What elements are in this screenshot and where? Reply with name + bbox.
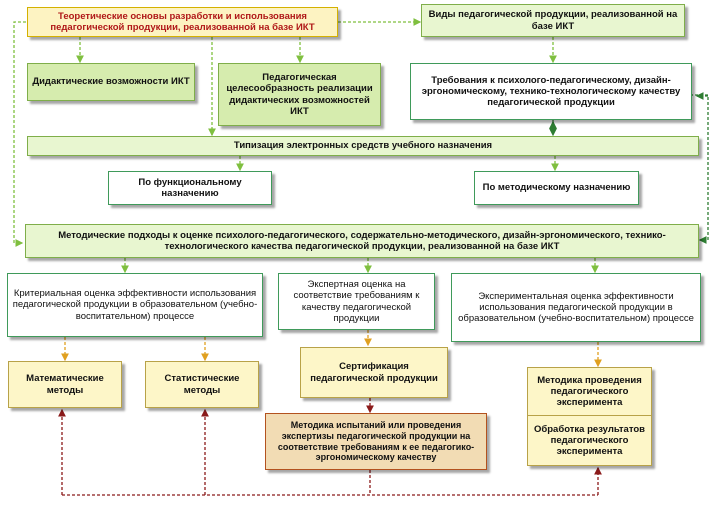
node-certification: Сертификация педагогической продукции <box>300 347 448 398</box>
node-test-methodology: Методика испытаний или проведения экспер… <box>265 413 487 470</box>
node-typization: Типизация электронных средств учебного н… <box>27 136 699 156</box>
node-expert-assessment-label: Экспертная оценка на соответствие требов… <box>293 279 420 324</box>
node-pedagogical-feasibility-label: Педагогическая целесообразность реализац… <box>226 72 373 117</box>
node-theory-label: Теоретические основы разработки и исполь… <box>50 10 315 33</box>
node-experiment-methodology-label: Методика проведения педагогического эксп… <box>537 374 642 409</box>
node-methodical-purpose-label: По методическому назначению <box>482 182 631 194</box>
node-criterial-assessment: Критериальная оценка эффективности испол… <box>7 273 263 337</box>
node-functional: По функциональному назначению <box>108 171 272 205</box>
node-experiment-processing-label: Обработка результатов педагогического эк… <box>534 423 645 458</box>
node-criterial-assessment-label: Критериальная оценка эффективности испол… <box>12 288 258 322</box>
node-product-types: Виды педагогической продукции, реализова… <box>421 4 685 37</box>
node-math-methods: Математические методы <box>8 361 122 408</box>
node-experiment-methodology: Методика проведения педагогического эксп… <box>528 368 651 415</box>
node-theory: Теоретические основы разработки и исполь… <box>27 7 338 37</box>
node-requirements-label: Требования к психолого-педагогическому, … <box>421 74 681 109</box>
node-requirements: Требования к психолого-педагогическому, … <box>410 63 692 120</box>
node-experiment-divider <box>528 415 651 416</box>
node-methodical-approaches-label: Методические подходы к оценке психолого-… <box>58 229 666 252</box>
node-test-methodology-label: Методика испытаний или проведения экспер… <box>277 420 475 463</box>
node-experiment-block: Методика проведения педагогического эксп… <box>527 367 652 466</box>
node-product-types-label: Виды педагогической продукции, реализова… <box>428 9 678 32</box>
node-experimental-assessment-label: Экспериментальная оценка эффективности и… <box>458 290 694 325</box>
node-didactic-label: Дидактические возможности ИКТ <box>32 76 190 88</box>
node-expert-assessment: Экспертная оценка на соответствие требов… <box>278 273 435 330</box>
node-methodical-approaches: Методические подходы к оценке психолого-… <box>25 224 699 258</box>
node-stat-methods-label: Статистические методы <box>164 373 240 396</box>
node-math-methods-label: Математические методы <box>26 373 104 396</box>
node-methodical-purpose: По методическому назначению <box>474 171 639 205</box>
node-experimental-assessment: Экспериментальная оценка эффективности и… <box>451 273 701 342</box>
node-functional-label: По функциональному назначению <box>138 176 242 199</box>
node-typization-label: Типизация электронных средств учебного н… <box>233 140 493 152</box>
node-experiment-processing: Обработка результатов педагогического эк… <box>528 416 651 465</box>
node-stat-methods: Статистические методы <box>145 361 259 408</box>
node-didactic: Дидактические возможности ИКТ <box>27 63 195 101</box>
node-pedagogical-feasibility: Педагогическая целесообразность реализац… <box>218 63 381 126</box>
node-certification-label: Сертификация педагогической продукции <box>310 361 438 384</box>
